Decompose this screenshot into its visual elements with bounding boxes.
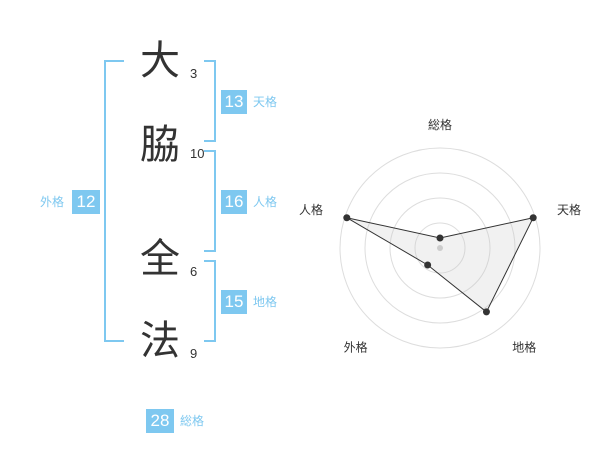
stroke-count-2: 10 <box>190 146 205 161</box>
radar-point-4 <box>424 261 432 269</box>
chikaku-badge: 15 <box>221 290 247 314</box>
radar-grid-ring <box>339 147 541 349</box>
chikaku-bracket <box>204 260 216 342</box>
jinkaku-bracket <box>204 150 216 252</box>
radar-point-5 <box>343 214 351 222</box>
name-char-2: 脇 <box>140 122 180 168</box>
radar-axis-label-3: 地格 <box>512 340 536 355</box>
radar-axis-label-1: 総格 <box>428 117 452 132</box>
soukaku-label: 総格 <box>180 414 205 428</box>
jinkaku-badge: 16 <box>221 190 247 214</box>
radar-series-area <box>346 217 535 313</box>
tenkaku-badge: 13 <box>221 90 247 114</box>
name-char-3: 全 <box>140 236 180 282</box>
soukaku-badge: 28 <box>146 409 174 433</box>
stroke-count-1: 3 <box>190 66 198 81</box>
radar-center-dot <box>437 245 443 251</box>
tenkaku-label: 天格 <box>253 95 278 109</box>
radar-point-2 <box>529 214 537 222</box>
tenkaku-bracket <box>204 60 216 142</box>
radar-point-3 <box>482 308 490 316</box>
gaikaku-label: 外格 <box>40 195 65 209</box>
radar-grid-ring <box>364 172 516 324</box>
chikaku-label: 地格 <box>253 295 278 309</box>
radar-grid-ring <box>389 197 491 299</box>
gaikaku-badge: 12 <box>72 190 100 214</box>
radar-axis-label-4: 外格 <box>344 340 368 355</box>
radar-axis-label-5: 人格 <box>299 202 323 217</box>
radar-point-1 <box>436 234 444 242</box>
radar-grid-ring <box>414 222 466 274</box>
radar-axis-label-2: 天格 <box>557 202 581 217</box>
stroke-count-3: 6 <box>190 264 198 279</box>
stroke-count-4: 9 <box>190 346 198 361</box>
gaikaku-bracket <box>104 60 124 342</box>
name-char-4: 法 <box>140 318 180 364</box>
name-char-1: 大 <box>140 38 180 84</box>
jinkaku-label: 人格 <box>253 195 278 209</box>
